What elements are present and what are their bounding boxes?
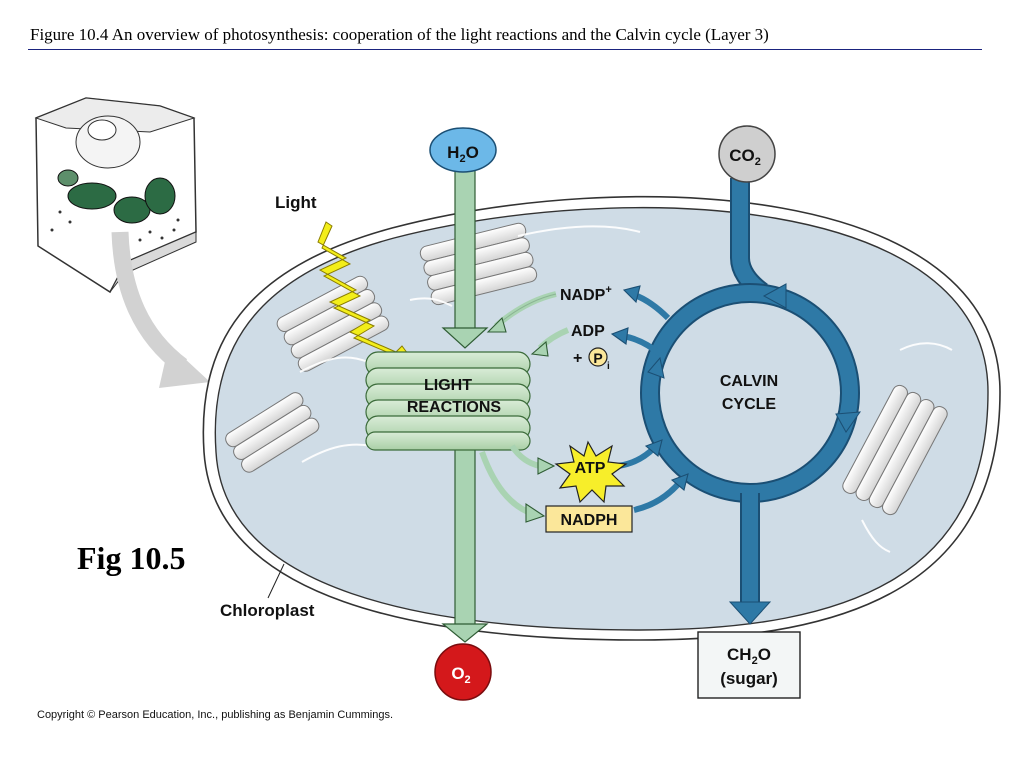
light-reactions-label-1: LIGHT <box>424 377 472 394</box>
calvin-cycle-label-2: CYCLE <box>722 396 777 413</box>
plant-cell-illustration <box>34 97 197 294</box>
stroma-lamellae <box>299 225 953 553</box>
light-label: Light <box>275 193 317 212</box>
calvin-cycle-label-1: CALVIN <box>720 373 778 390</box>
atp-label: ATP <box>575 460 606 477</box>
adp-label: ADP <box>571 323 605 340</box>
co2-label: CO2 <box>729 146 761 168</box>
slide-title: Figure 10.4 An overview of photosynthesi… <box>30 25 769 44</box>
chloroplast-label: Chloroplast <box>220 601 315 620</box>
water-oxygen-arrow <box>441 169 489 643</box>
nadp-plus-label: NADP+ <box>560 284 612 304</box>
calvin-cycle-loop <box>640 178 862 625</box>
sugar-output: CH2O (sugar) <box>697 631 801 699</box>
thylakoid-grana <box>225 222 948 516</box>
nadph-box <box>545 505 633 533</box>
copyright-notice: Copyright © Pearson Education, Inc., pub… <box>37 709 394 721</box>
nadph-label: NADPH <box>561 512 618 529</box>
plus-sign: + <box>573 350 582 367</box>
svg-text:i: i <box>607 361 610 372</box>
calvin-exchange-arrows <box>610 285 689 513</box>
figure-label: Fig 10.5 <box>77 540 186 576</box>
sugar-formula: CH2O <box>727 645 771 667</box>
light-reaction-flow-arrows <box>479 291 570 523</box>
light-reactions-stack <box>365 351 531 451</box>
phosphate-icon: P i <box>588 347 610 372</box>
sugar-label: (sugar) <box>720 669 778 688</box>
chloroplast-leader-line <box>267 563 285 599</box>
light-reactions-label-2: REACTIONS <box>407 399 502 416</box>
oxygen-output: O2 <box>434 643 492 701</box>
zoom-arrow <box>111 231 210 388</box>
title-divider <box>28 49 982 50</box>
o2-label: O2 <box>451 664 470 686</box>
co2-input: CO2 <box>718 125 776 183</box>
atp-starburst <box>554 440 628 504</box>
water-label: H2O <box>447 143 479 165</box>
svg-text:P: P <box>593 350 602 366</box>
water-input: H2O <box>429 127 497 173</box>
